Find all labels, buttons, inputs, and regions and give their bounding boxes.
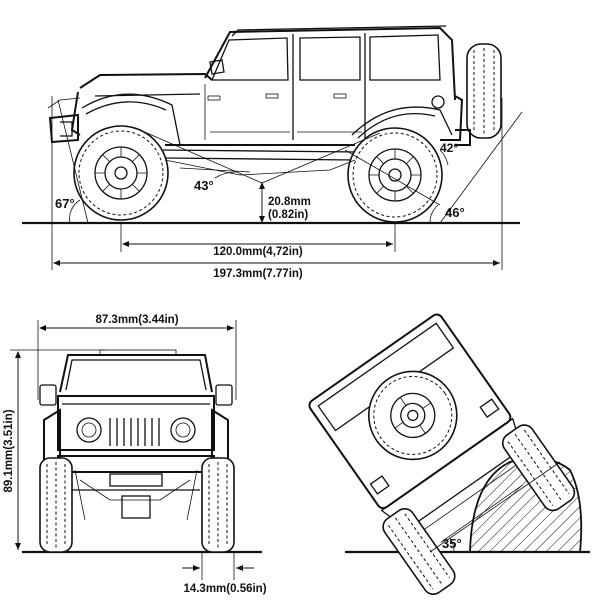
breakover-line-front [139,129,263,184]
tilt-angle-label: 35° [442,536,462,551]
wheelbase-label: 120.0mm(4,72in) [213,246,303,258]
approach-line [57,99,89,224]
front-left-tire [39,457,73,553]
side-view: 67° 43° 46° 42° 20.8mm (0.82in) 120.0mm(… [22,25,523,280]
front-angle-label: 43° [194,178,214,193]
rear-ramp-angle-label: 42° [440,141,458,155]
ground-clearance-label: 20.8mm [268,196,311,208]
front-view: 87.3mm(3.44in) 89.1mm(3.51in) 14.3mm(0.5… [3,314,267,595]
tilt-view: 35° [308,313,590,595]
departure-angle-label: 46° [445,205,465,220]
breakover-line-rear [261,132,381,184]
front-right-tire [201,457,235,553]
rear-ramp-line [344,149,441,206]
overall-length-label: 197.3mm(7.77in) [213,268,303,280]
side-front-wheel [73,125,169,221]
tilt-vehicle [308,313,576,595]
side-vehicle-body [47,25,502,161]
tilt-angle-line [429,461,561,553]
width-label: 87.3mm(3.44in) [95,314,178,326]
height-label: 89.1mm(3.51in) [3,409,15,492]
side-rear-wheel [347,127,443,223]
departure-line [439,111,523,224]
tire-width-label: 14.3mm(0.56in) [183,583,266,595]
approach-angle-label: 67° [55,196,75,211]
ground-clearance-in-label: (0.82in) [268,209,308,221]
